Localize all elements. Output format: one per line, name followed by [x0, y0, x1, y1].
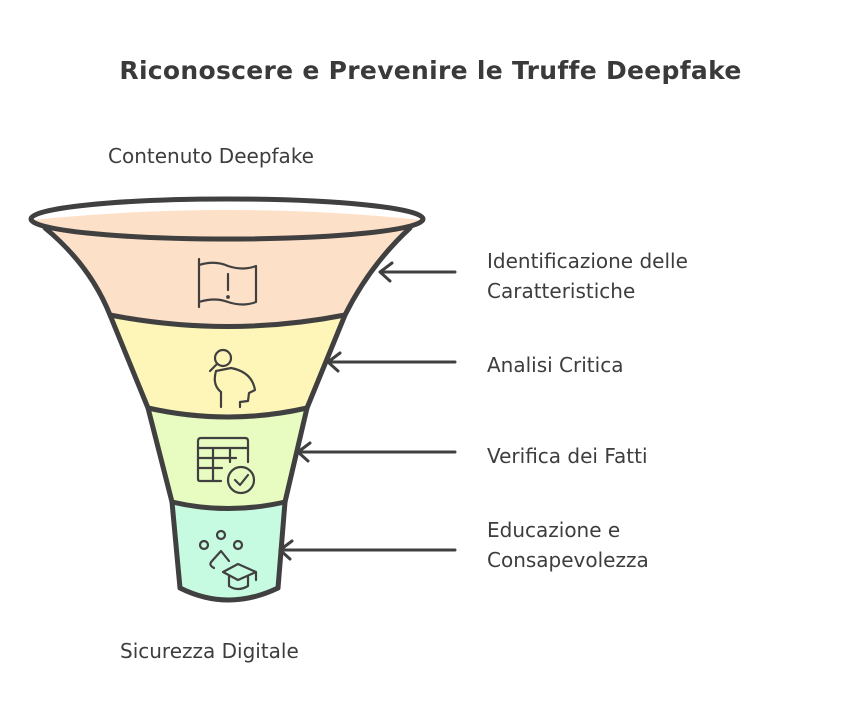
funnel-bottom: [177, 585, 281, 603]
stage-label-identificazione: Identificazione delle Caratteristiche: [487, 246, 688, 306]
stage-label-educazione: Educazione e Consapevolezza: [487, 515, 649, 575]
stage-label-line: Educazione e: [487, 518, 621, 542]
table-check-icon: [196, 436, 256, 495]
arrow-icon: [326, 351, 457, 373]
funnel-band-2: [110, 315, 345, 417]
stage-label-line: Consapevolezza: [487, 548, 649, 572]
funnel-divider: [145, 405, 310, 420]
arrow-icon: [278, 539, 457, 561]
stage-label-line: Identificazione delle: [487, 249, 688, 273]
stage-label-analisi: Analisi Critica: [487, 350, 623, 380]
funnel-band-1: [32, 210, 422, 327]
funnel-divider: [169, 499, 288, 511]
funnel-input-label: Contenuto Deepfake: [108, 144, 314, 168]
education-icon: [198, 529, 258, 591]
diagram-title: Riconoscere e Prevenire le Truffe Deepfa…: [119, 56, 742, 85]
funnel-rim: [28, 196, 426, 242]
funnel-output-label: Sicurezza Digitale: [120, 639, 299, 663]
arrow-icon: [378, 261, 457, 283]
stage-label-verifica: Verifica dei Fatti: [487, 441, 648, 471]
flag-alert-icon: [197, 257, 258, 309]
funnel-left-side: [42, 225, 183, 591]
stage-label-line: Verifica dei Fatti: [487, 444, 648, 468]
stage-label-line: Analisi Critica: [487, 353, 624, 377]
funnel-divider: [107, 312, 348, 329]
arrow-icon: [296, 441, 457, 463]
person-magnifier-icon: [208, 348, 257, 409]
stage-label-line: Caratteristiche: [487, 279, 636, 303]
funnel-right-side: [275, 225, 413, 591]
